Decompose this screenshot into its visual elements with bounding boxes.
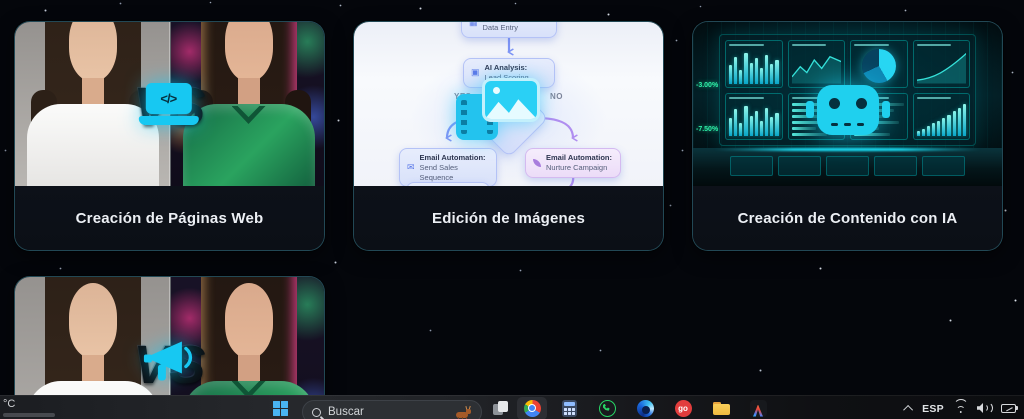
image-filmstrip-icon [456, 78, 548, 142]
flow-node-task: Task: [406, 182, 490, 186]
task-view-button[interactable] [492, 399, 510, 417]
envelope-icon: ✉ [407, 162, 415, 173]
go-app-button[interactable]: go [674, 399, 692, 417]
card-ai-footer: Creación de Contenido con IA [693, 186, 1002, 250]
after-photo [171, 22, 324, 186]
card-images-title: Edición de Imágenes [431, 209, 585, 227]
flow-node-email-yes: ✉ Email Automation:Send Sales Sequence [399, 148, 497, 186]
chip-icon: ▣ [471, 67, 480, 78]
card-ai-content[interactable]: -3.00% -7.50% Creación de Contenido con … [692, 21, 1003, 251]
wifi-icon[interactable] [953, 399, 968, 414]
hidden-icons-chevron[interactable] [903, 404, 914, 415]
calculator-icon [561, 399, 577, 417]
system-tray: ESP [903, 396, 1019, 419]
pie-chart [861, 49, 896, 84]
windows-logo-icon [272, 400, 288, 416]
robot-icon [805, 85, 890, 135]
wave-app-icon [636, 399, 654, 417]
card-web-image: VS </> [15, 22, 324, 186]
weather-temp: °C [3, 398, 16, 410]
card-web-creation[interactable]: VS </> Creación de Páginas Web [14, 21, 325, 251]
dashboard-pct-label: -3.00% [696, 82, 719, 89]
file-explorer-button[interactable] [712, 399, 730, 417]
battery-icon[interactable] [1001, 403, 1019, 413]
task-view-icon [493, 401, 509, 415]
card-image-editing[interactable]: Condition: ▦ CRM Update:Data Entry ▣ AI … [353, 21, 664, 251]
card-ai-image: -3.00% -7.50% [693, 22, 1002, 186]
weather-subtext [3, 413, 55, 417]
plant-icon [533, 158, 541, 167]
language-indicator[interactable]: ESP [922, 403, 944, 415]
card-ai-title: Creación de Contenido con IA [737, 209, 958, 227]
laptop-code-icon: </> [138, 83, 199, 125]
go-app-icon: go [674, 399, 692, 417]
search-placeholder: Buscar [328, 406, 364, 418]
spreadsheet-icon: ▦ [469, 22, 478, 28]
a-gradient-app-icon [749, 399, 767, 417]
card-images-image: Condition: ▦ CRM Update:Data Entry ▣ AI … [354, 22, 663, 186]
dashboard-pct-label: -7.50% [696, 126, 719, 133]
wave-app-button[interactable] [636, 399, 654, 417]
whatsapp-icon [598, 399, 616, 417]
deer-icon [454, 405, 472, 419]
card-web-footer: Creación de Páginas Web [15, 186, 324, 250]
card-web-title: Creación de Páginas Web [75, 209, 264, 227]
flow-no-label: NO [550, 92, 563, 101]
search-icon [312, 407, 321, 417]
flow-node-email-no: Email Automation:Nurture Campaign [525, 148, 621, 178]
starfield-background [0, 0, 1, 1]
flow-node-crm: ▦ CRM Update:Data Entry [461, 22, 557, 38]
megaphone-icon [141, 341, 195, 390]
calculator-button[interactable] [560, 399, 578, 417]
taskbar: °C Buscar go ESP [0, 395, 1024, 419]
weather-widget[interactable]: °C [3, 398, 55, 417]
search-box[interactable]: Buscar [302, 400, 482, 419]
start-button[interactable] [271, 399, 289, 417]
folder-icon [712, 401, 730, 415]
a-gradient-app-button[interactable] [749, 399, 767, 417]
whatsapp-button[interactable] [598, 399, 616, 417]
card-images-footer: Edición de Imágenes [354, 186, 663, 250]
chrome-icon [523, 399, 541, 417]
volume-icon[interactable] [977, 402, 993, 414]
dashboard-desk [693, 148, 1002, 186]
chrome-button[interactable] [523, 399, 541, 417]
